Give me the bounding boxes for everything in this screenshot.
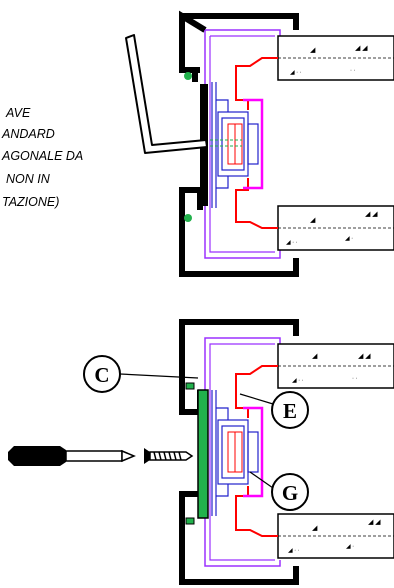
note-line-2: ANDARD bbox=[1, 127, 55, 141]
allen-key-note: AVE ANDARD AGONALE DA NON IN TAZIONE) bbox=[1, 106, 83, 209]
svg-text:◢ · ·: ◢ · · bbox=[290, 70, 302, 76]
note-line-4: NON IN bbox=[6, 172, 51, 186]
callout-g-label: G bbox=[282, 481, 298, 505]
bottom-magenta-bracket bbox=[243, 406, 264, 498]
svg-text:◢ ·: ◢ · bbox=[346, 544, 354, 550]
top-hinge-body bbox=[211, 82, 259, 208]
svg-text:◢: ◢ bbox=[310, 216, 316, 224]
note-line-3: AGONALE DA bbox=[1, 149, 83, 163]
screwdriver-icon bbox=[8, 446, 136, 466]
callout-e-label: E bbox=[283, 399, 297, 423]
bottom-assembly: ◢ ◢ ◢ ◢ · · · · ◢ ◢ ◢ ◢ · · ◢ · bbox=[8, 319, 394, 585]
bottom-hinge-body bbox=[211, 390, 259, 516]
svg-text:· ·: · · bbox=[350, 68, 356, 74]
callout-e: E bbox=[239, 391, 309, 429]
callout-c-label: C bbox=[94, 363, 109, 387]
callout-c: C bbox=[83, 355, 199, 393]
top-lower-slab: ◢ ◢ ◢ ◢ · · ◢ · bbox=[277, 205, 394, 251]
svg-text:◢ ◢: ◢ ◢ bbox=[358, 352, 371, 360]
svg-text:◢ · ·: ◢ · · bbox=[286, 240, 298, 246]
svg-text:◢: ◢ bbox=[312, 524, 318, 532]
note-line-5: TAZIONE) bbox=[2, 195, 59, 209]
svg-text:◢ ·: ◢ · bbox=[345, 236, 353, 242]
allen-key-icon bbox=[125, 34, 208, 154]
bottom-lower-slab: ◢ ◢ ◢ ◢ · · ◢ · bbox=[277, 513, 394, 559]
top-green-screw-lower bbox=[184, 214, 192, 222]
callout-g: G bbox=[249, 471, 309, 511]
svg-text:◢ · ·: ◢ · · bbox=[292, 378, 304, 384]
svg-text:◢ ◢: ◢ ◢ bbox=[365, 210, 378, 218]
top-magenta-bracket bbox=[243, 98, 264, 190]
svg-text:◢: ◢ bbox=[312, 352, 318, 360]
svg-text:◢ ◢: ◢ ◢ bbox=[355, 44, 368, 52]
bottom-green-cover-plate bbox=[197, 389, 209, 519]
top-green-screw-upper bbox=[184, 72, 192, 80]
svg-text:· ·: · · bbox=[352, 376, 358, 382]
svg-text:◢: ◢ bbox=[310, 46, 316, 54]
top-assembly: ◢ ◢ ◢ ◢ · · · · ◢ ◢ ◢ ◢ · · ◢ · bbox=[1, 10, 394, 277]
svg-text:◢ ◢: ◢ ◢ bbox=[368, 518, 381, 526]
bottom-upper-slab: ◢ ◢ ◢ ◢ · · · · bbox=[277, 343, 394, 389]
screw-icon bbox=[144, 448, 194, 464]
svg-text:◢ · ·: ◢ · · bbox=[288, 548, 300, 554]
note-line-1: AVE bbox=[5, 106, 31, 120]
top-upper-slab: ◢ ◢ ◢ ◢ · · · · bbox=[277, 35, 394, 81]
